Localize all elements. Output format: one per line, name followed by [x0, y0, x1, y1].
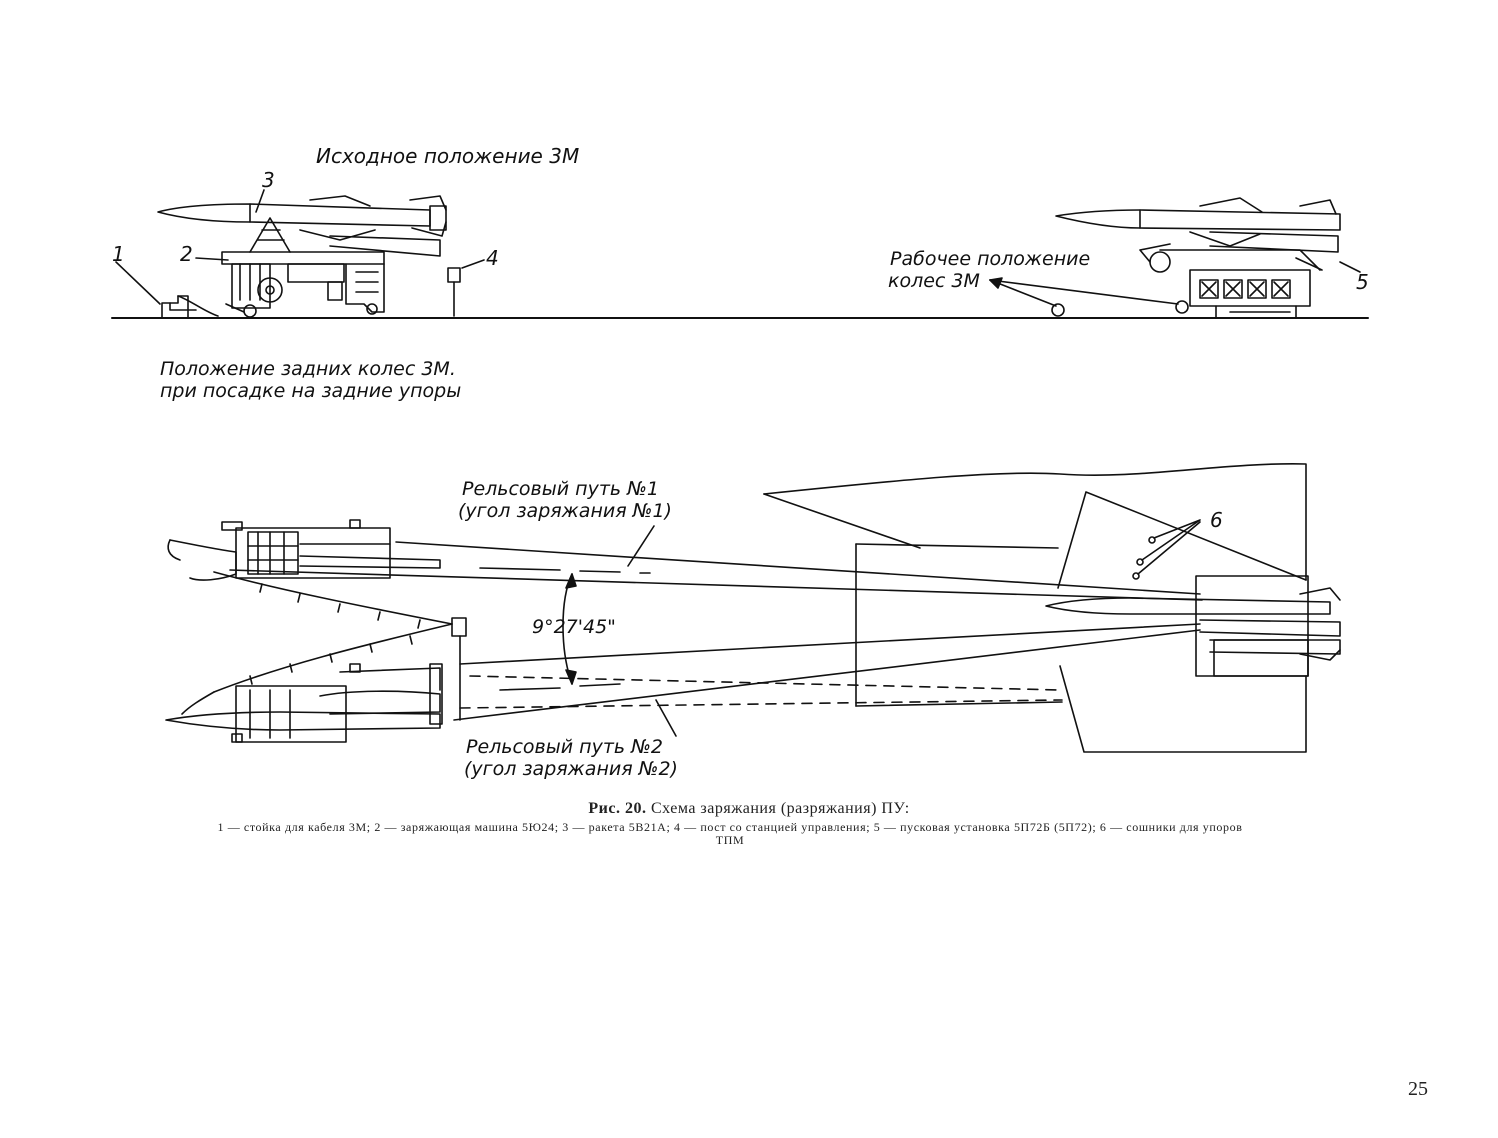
- track2-label-line1: Рельсовый путь №2: [466, 736, 663, 758]
- working-position-wheels: [989, 277, 1189, 317]
- figure-title: Схема заряжания (разряжания) ПУ:: [650, 800, 910, 817]
- working-position-label-line2: колес 3М: [888, 270, 980, 292]
- loading-machine-plan-upper: [167, 519, 441, 581]
- figure-caption-legend: 1 — стойка для кабеля 3М; 2 — заряжающая…: [217, 820, 1243, 847]
- cable-stand: [161, 295, 219, 318]
- track1-label-line1: Рельсовый путь №1: [462, 478, 659, 500]
- marker-3: 3: [262, 168, 275, 192]
- loading-machine: [221, 217, 385, 318]
- missiles-on-launcher-plan: [1045, 587, 1341, 661]
- angle-label: 9°27'45": [532, 616, 616, 638]
- working-position-label-line1: Рабочее положение: [890, 248, 1091, 270]
- launcher: [1055, 197, 1341, 319]
- initial-position-title: Исходное положение 3М: [316, 144, 580, 168]
- missile-initial-position: [157, 195, 447, 257]
- marker-5: 5: [1356, 270, 1369, 294]
- marker-1: 1: [112, 242, 125, 266]
- figure-label: Рис. 20.: [588, 800, 647, 817]
- rear-wheels-label-line1: Положение задних колес 3М.: [160, 358, 456, 380]
- page-number: 25: [1408, 1078, 1428, 1100]
- rear-wheels-label-line2: при посадке на задние упоры: [160, 380, 462, 402]
- marker-6: 6: [1210, 508, 1223, 532]
- rail-tracks: [229, 541, 1203, 721]
- marker-4: 4: [486, 246, 499, 270]
- marker-2: 2: [180, 242, 193, 266]
- track2-label-line2: (угол заряжания №2): [464, 758, 678, 780]
- loading-machine-plan-lower: [165, 663, 443, 743]
- angle-indicator: [562, 573, 577, 685]
- tow-line: [181, 571, 467, 721]
- figure-caption-title: Рис. 20. Схема заряжания (разряжания) ПУ…: [0, 800, 1498, 818]
- launcher-plan-outline: [763, 463, 1309, 753]
- control-post: [447, 259, 485, 317]
- track1-label-line2: (угол заряжания №1): [458, 500, 672, 522]
